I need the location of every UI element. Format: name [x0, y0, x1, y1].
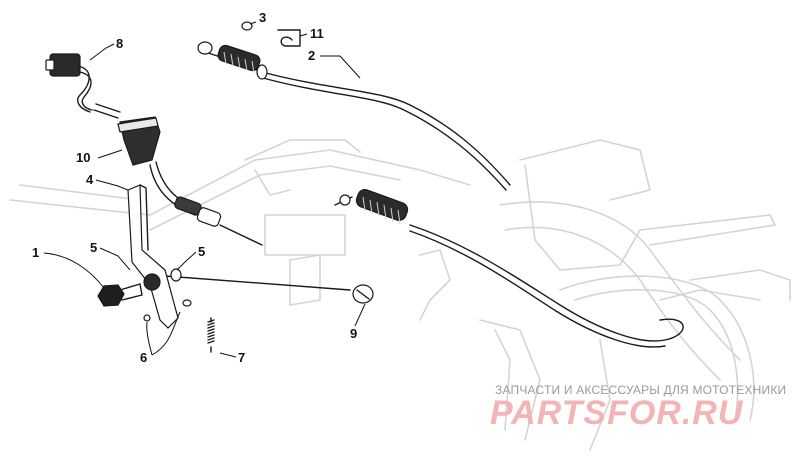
callout-2: 2 — [308, 48, 315, 63]
vehicle-frame — [9, 139, 791, 451]
callout-4: 4 — [86, 172, 94, 187]
callout-11: 11 — [310, 26, 324, 41]
cable-end-part-9 — [164, 275, 374, 304]
washer-part-6b — [182, 299, 192, 307]
lever-cable — [149, 161, 263, 246]
bolt-part-1 — [97, 283, 143, 307]
clip-part-11 — [277, 29, 301, 47]
callout-5b: 5 — [198, 244, 205, 259]
callout-6: 6 — [140, 350, 147, 365]
bushing-part-5-lever — [143, 273, 161, 291]
washer-part-3 — [241, 21, 253, 31]
brake-lever-part-4 — [127, 184, 179, 329]
callout-labels: 1 2 3 4 5 5 6 7 8 9 10 11 — [32, 10, 357, 365]
leader-lines — [43, 21, 366, 358]
switch-part-8 — [45, 53, 121, 119]
callout-7: 7 — [238, 350, 245, 365]
callout-10: 10 — [76, 150, 90, 165]
watermark-tagline: ЗАПЧАСТИ И АКСЕССУАРЫ ДЛЯ МОТОТЕХНИКИ — [495, 383, 786, 397]
callout-5a: 5 — [90, 240, 97, 255]
lower-cable-assembly — [334, 189, 684, 348]
watermark-logo: PARTSFOR.RU — [490, 394, 744, 432]
watermark: ЗАПЧАСТИ И АКСЕССУАРЫ ДЛЯ МОТОТЕХНИКИ PA… — [490, 383, 786, 432]
callout-9: 9 — [350, 326, 357, 341]
callout-3: 3 — [259, 10, 266, 25]
spring-part-7 — [207, 317, 215, 353]
callout-8: 8 — [116, 36, 123, 51]
upper-cable-boot — [217, 44, 261, 74]
lower-cable-boot — [355, 189, 409, 225]
washer-part-6a — [143, 314, 151, 322]
bushing-part-5-frame — [170, 268, 182, 282]
callout-1: 1 — [32, 245, 39, 260]
upper-cable-assembly — [197, 41, 511, 191]
grip-part-10 — [117, 116, 161, 166]
